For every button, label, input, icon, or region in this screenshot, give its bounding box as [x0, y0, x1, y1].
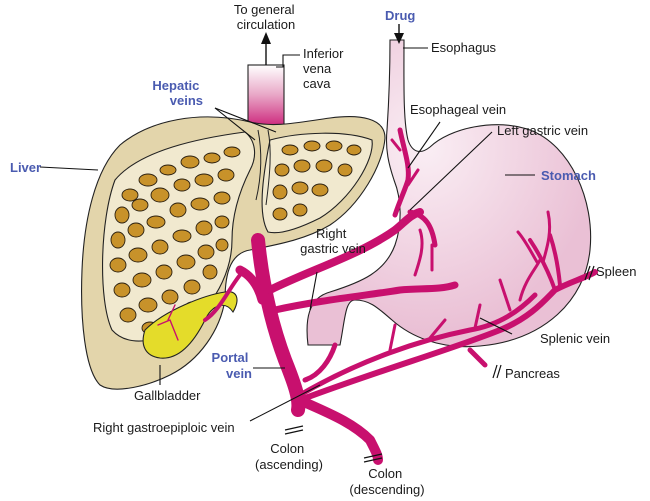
spleen-break: [584, 265, 595, 281]
label-colon-ascending: Colon (ascending): [255, 441, 323, 472]
label-portal-vein: Portal vein: [212, 350, 253, 381]
label-splenic-vein: Splenic vein: [540, 331, 610, 346]
label-hepatic-veins: Hepatic veins: [152, 78, 203, 108]
inferior-vena-cava: [247, 64, 285, 133]
label-esophageal-vein: Esophageal vein: [410, 102, 506, 117]
label-esophagus: Esophagus: [431, 40, 497, 55]
label-right-gastroepiploic-vein: Right gastroepiploic vein: [93, 420, 235, 435]
label-pancreas: Pancreas: [505, 366, 560, 381]
label-gallbladder: Gallbladder: [134, 388, 201, 403]
label-spleen: Spleen: [596, 264, 636, 279]
colon-descending-break: [363, 453, 383, 463]
label-right-gastric-vein: Right gastric vein: [300, 226, 366, 256]
label-stomach: Stomach: [541, 168, 596, 183]
label-colon-descending: Colon (descending): [349, 466, 424, 497]
label-left-gastric-vein: Left gastric vein: [497, 123, 588, 138]
colon-ascending-break: [284, 425, 304, 435]
pancreas-break: [492, 364, 502, 379]
label-liver: Liver: [10, 160, 41, 175]
label-to-general-circulation: To general circulation: [234, 2, 298, 32]
up-arrow-icon: [261, 32, 271, 65]
leader-lines: [39, 47, 535, 422]
label-drug: Drug: [385, 8, 415, 23]
drug-arrow-icon: [394, 24, 404, 44]
label-inferior-vena-cava: Inferior vena cava: [303, 46, 347, 91]
